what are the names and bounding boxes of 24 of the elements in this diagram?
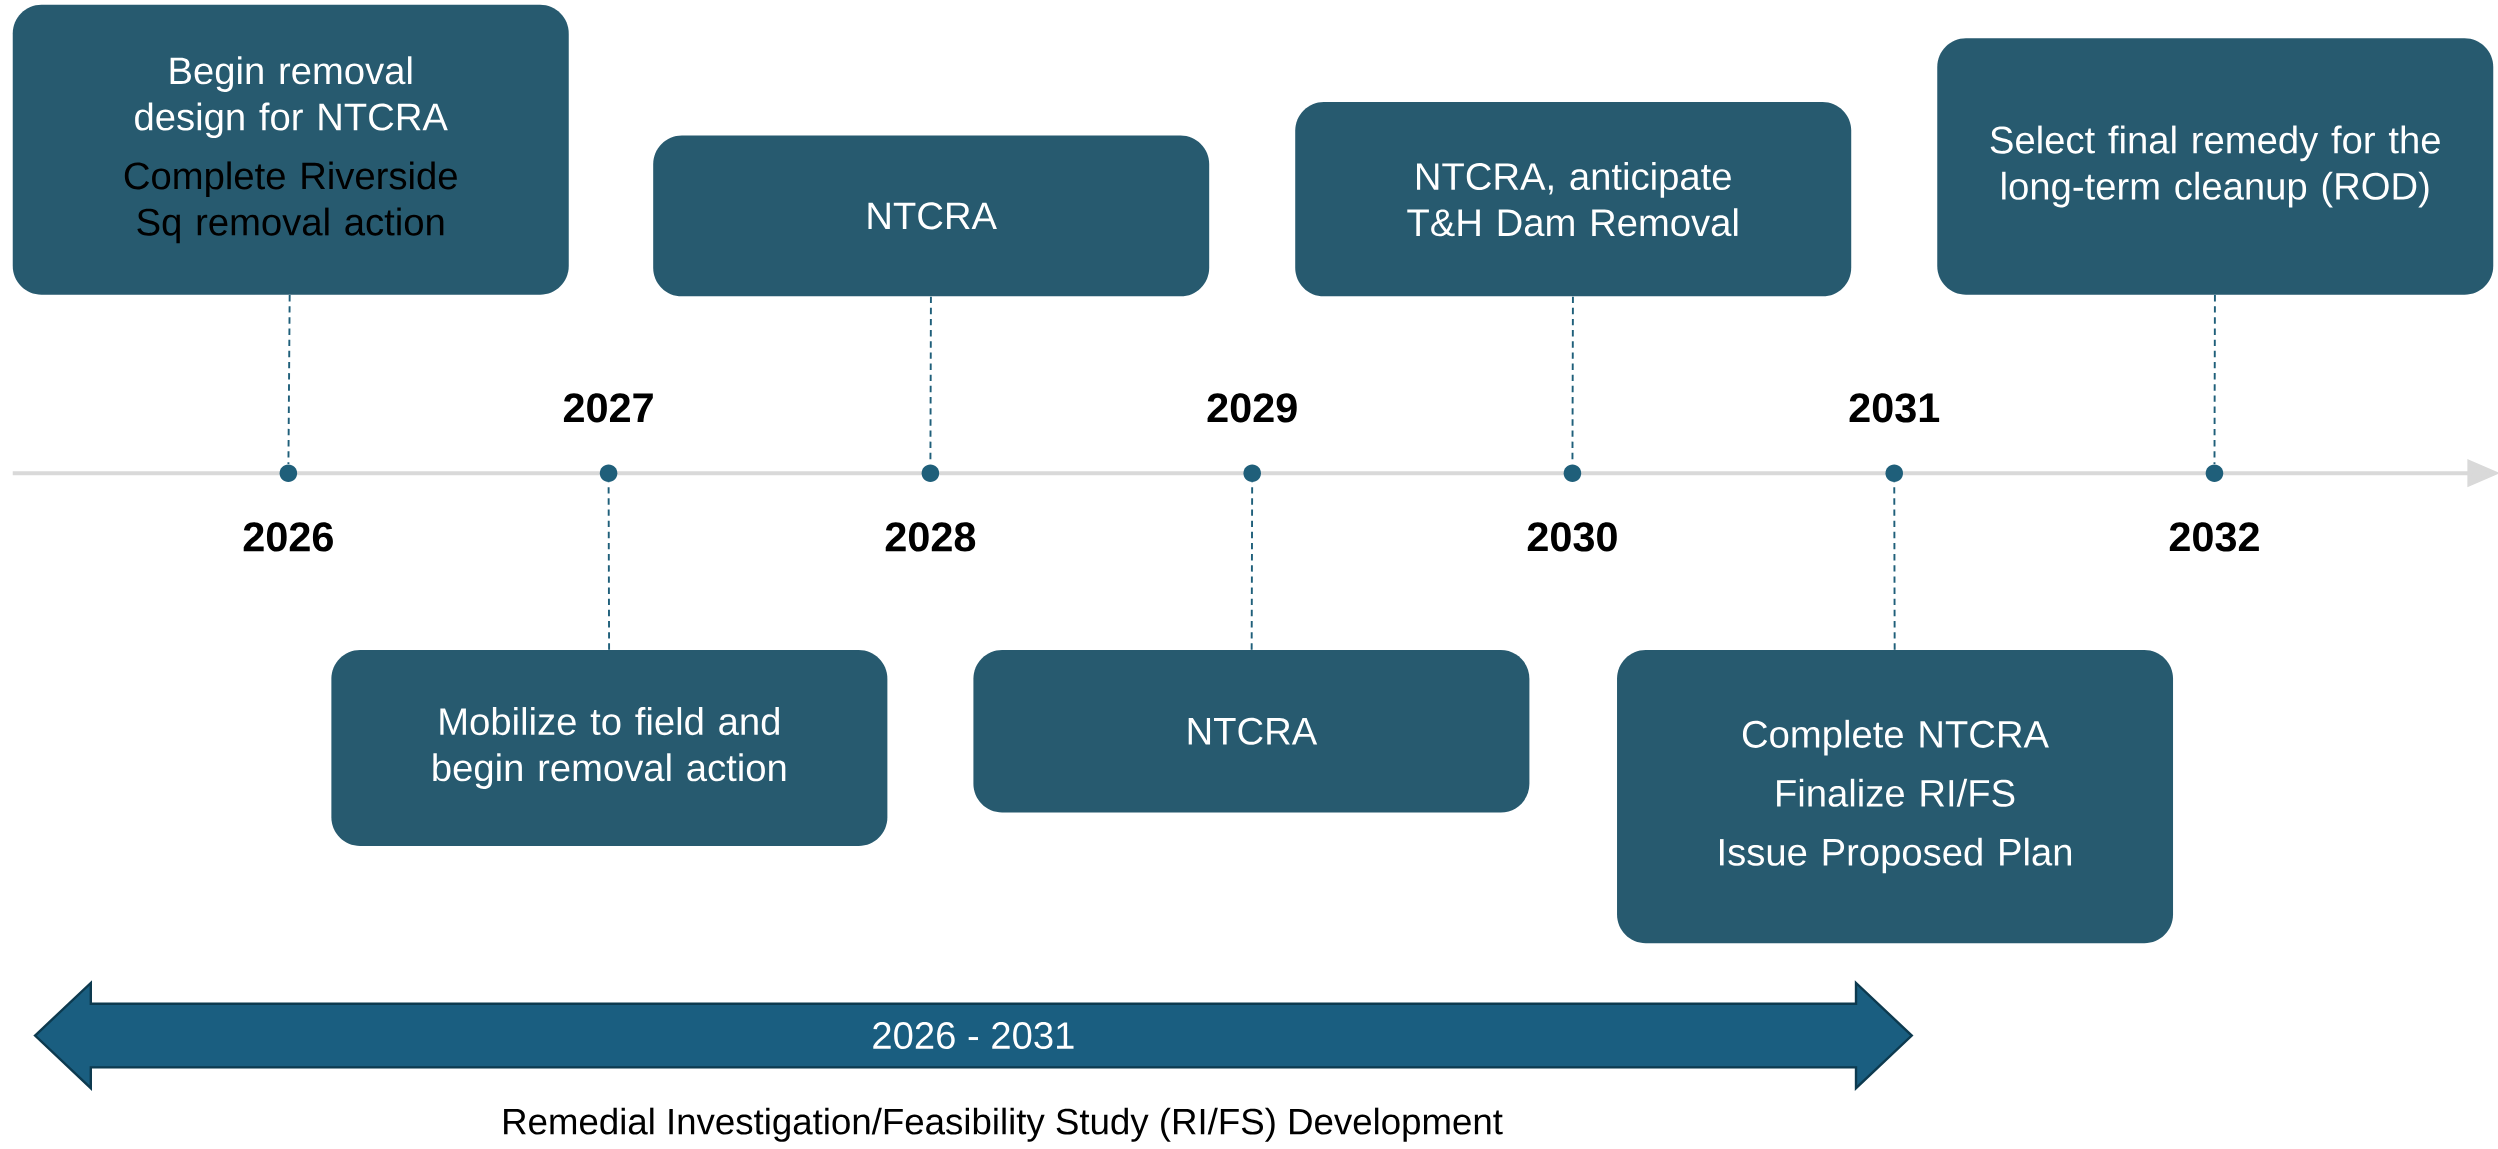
year-label: 2026: [243, 522, 333, 552]
timeline-dot: [1885, 464, 1903, 483]
leader-line: [2213, 294, 2216, 466]
timeline-dot: [1243, 464, 1261, 483]
event-box: NTCRA: [973, 650, 1530, 813]
event-box: NTCRA: [653, 135, 1210, 297]
timeline-dot: [599, 464, 618, 483]
year-label: 2031: [1849, 393, 1940, 423]
event-box: Select final remedy for the long-term cleanup (ROD): [1937, 38, 2494, 295]
year-label: 2027: [563, 393, 653, 423]
event-box: Mobilize to field and begin removal action: [331, 650, 888, 847]
year-label: 2029: [1207, 393, 1297, 423]
year-label: 2032: [2169, 522, 2259, 552]
timeline-dot: [279, 464, 298, 483]
year-label: 2030: [1527, 522, 1617, 552]
timeline-dot: [921, 464, 940, 483]
event-box: Complete NTCRA Finalize RI/FS Issue Proposed Plan: [1617, 650, 2174, 944]
leader-line: [287, 294, 291, 466]
event-box: NTCRA, anticipate T&H Dam Removal: [1295, 102, 1852, 297]
timeline-dot: [1563, 464, 1582, 483]
timeline-dot: [2205, 464, 2224, 483]
event-box: Begin removal design for NTCRA Complete Riverside Sq removal action: [12, 4, 569, 295]
caption-text: Remedial Investigation/Feasibility Study (RI/FS) Development: [504, 1107, 1503, 1142]
year-label: 2028: [885, 522, 976, 552]
